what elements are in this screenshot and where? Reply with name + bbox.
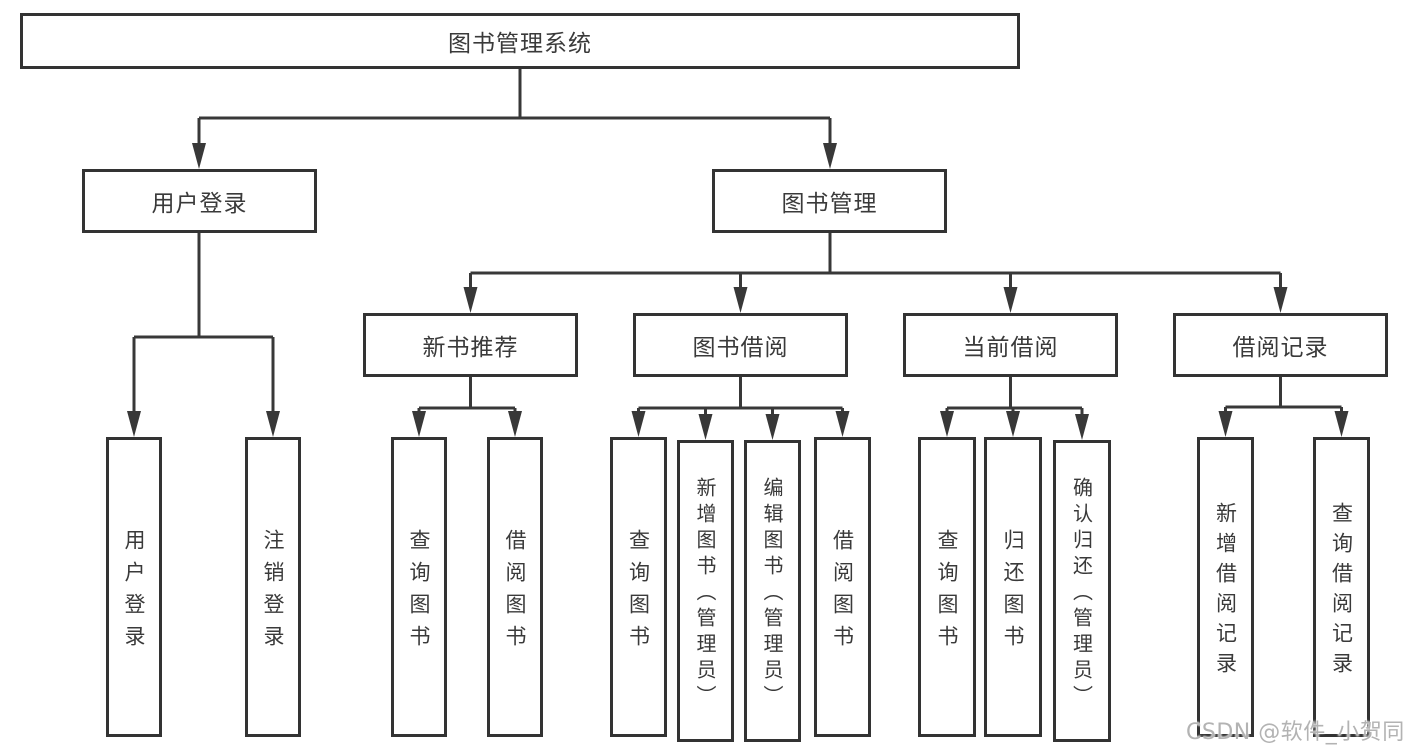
arrowhead xyxy=(127,411,141,437)
arrowhead xyxy=(1075,414,1089,440)
leaf-label: 新增图书（管理员） xyxy=(693,477,717,711)
arrowhead xyxy=(508,411,522,437)
leaf-label: 归还图书 xyxy=(1001,528,1025,657)
leaf-borrow-books-newbook: 借阅图书 xyxy=(487,437,543,737)
connector-borrow-to-leaves xyxy=(637,377,844,417)
leaf-label: 新增借阅记录 xyxy=(1213,501,1238,682)
node-label: 图书管理 xyxy=(781,191,878,217)
node-label: 图书管理系统 xyxy=(448,31,592,57)
arrowhead xyxy=(835,411,850,437)
leaf-label: 编辑图书（管理员） xyxy=(760,477,784,711)
node-book-borrow: 图书借阅 xyxy=(633,313,848,377)
leaf-edit-book-admin: 编辑图书（管理员） xyxy=(744,440,801,742)
leaf-label: 查询图书 xyxy=(407,528,431,657)
connector-newbook-to-leaves xyxy=(417,377,517,414)
arrowhead xyxy=(266,411,280,437)
arrowhead xyxy=(1003,287,1018,313)
node-book-management: 图书管理 xyxy=(712,169,947,233)
arrowhead xyxy=(463,287,478,313)
leaf-logout: 注销登录 xyxy=(245,437,301,737)
arrowhead xyxy=(733,287,748,313)
arrowhead xyxy=(940,411,954,437)
node-label: 新书推荐 xyxy=(422,335,519,361)
leaf-user-login: 用户登录 xyxy=(106,437,162,737)
leaf-label: 借阅图书 xyxy=(503,528,527,657)
leaf-borrow-books-borrow: 借阅图书 xyxy=(814,437,871,737)
arrowhead xyxy=(1334,411,1349,437)
connector-userlogin-to-leaves xyxy=(132,233,275,414)
leaf-query-borrow-record: 查询借阅记录 xyxy=(1313,437,1370,737)
arrowhead xyxy=(1218,411,1233,437)
leaf-label: 借阅图书 xyxy=(830,528,855,657)
leaf-query-books-newbook: 查询图书 xyxy=(391,437,447,737)
arrowhead xyxy=(823,143,837,169)
csdn-watermark: CSDN @软件_小贺同学 xyxy=(1186,720,1405,745)
arrowhead xyxy=(412,411,426,437)
node-user-login: 用户登录 xyxy=(82,169,317,233)
leaf-label: 查询图书 xyxy=(935,528,959,657)
leaf-label: 用户登录 xyxy=(122,528,146,657)
leaf-query-books-current: 查询图书 xyxy=(918,437,976,737)
arrowhead xyxy=(765,414,780,440)
node-label: 用户登录 xyxy=(151,191,248,217)
leaf-query-books-borrow: 查询图书 xyxy=(610,437,667,737)
leaf-confirm-return-admin: 确认归还（管理员） xyxy=(1053,440,1111,742)
node-borrow-records: 借阅记录 xyxy=(1173,313,1388,377)
connector-root-to-level2 xyxy=(197,69,832,146)
connector-bookmgmt-to-level3 xyxy=(469,233,1282,290)
leaf-add-book-admin: 新增图书（管理员） xyxy=(677,440,734,742)
node-current-borrow: 当前借阅 xyxy=(903,313,1118,377)
node-root: 图书管理系统 xyxy=(20,13,1020,69)
arrowhead xyxy=(1273,287,1288,313)
arrowhead xyxy=(631,411,646,437)
leaf-add-borrow-record: 新增借阅记录 xyxy=(1197,437,1254,737)
leaf-label: 查询借阅记录 xyxy=(1329,501,1354,682)
node-new-book-recommend: 新书推荐 xyxy=(363,313,578,377)
node-label: 图书借阅 xyxy=(692,335,789,361)
arrowhead xyxy=(1006,411,1020,437)
leaf-label: 确认归还（管理员） xyxy=(1069,477,1094,711)
node-label: 当前借阅 xyxy=(962,335,1059,361)
leaf-label: 注销登录 xyxy=(261,528,285,657)
leaf-return-books: 归还图书 xyxy=(984,437,1042,737)
node-label: 借阅记录 xyxy=(1232,335,1329,361)
leaf-label: 查询图书 xyxy=(626,528,651,657)
connector-records-to-leaves xyxy=(1224,377,1343,414)
arrowhead xyxy=(192,143,206,169)
arrowhead xyxy=(698,414,713,440)
